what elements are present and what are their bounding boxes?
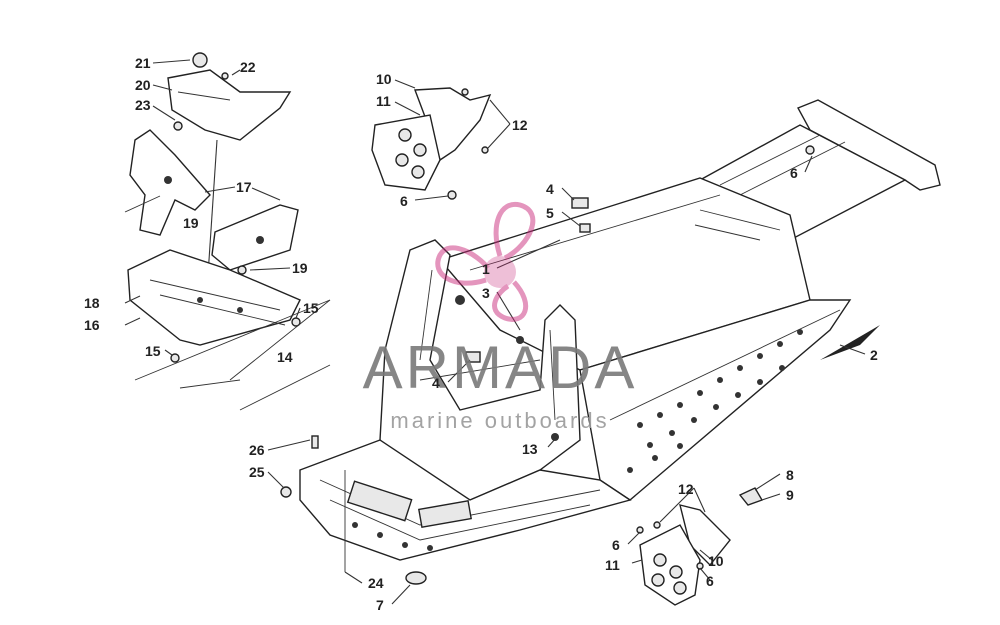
part-6-nut-b: [636, 526, 644, 534]
callout-21: 21: [135, 55, 151, 71]
callout-4-upper: 4: [546, 181, 554, 197]
part-4-pad-front: [465, 351, 481, 363]
part-2-decal: [820, 325, 880, 360]
leader-lines: [124, 59, 866, 605]
callout-25: 25: [249, 464, 265, 480]
callout-19-upper: 19: [183, 215, 199, 231]
callout-10-upper: 10: [376, 71, 392, 87]
armada-logo-icon: [435, 201, 536, 322]
callout-2: 2: [870, 347, 878, 363]
callout-6-rear: 6: [790, 165, 798, 181]
callout-11-lower: 11: [605, 557, 620, 573]
callout-4-lower: 4: [432, 375, 440, 391]
callout-13: 13: [522, 441, 538, 457]
part-12-screw-b: [481, 146, 489, 154]
callout-22: 22: [240, 59, 256, 75]
watermark-brand: ARMADA: [363, 334, 638, 401]
callout-20: 20: [135, 77, 151, 93]
callout-1: 1: [482, 261, 490, 277]
callout-14: 14: [277, 349, 293, 365]
part-4-pad: [571, 197, 589, 209]
callout-12-upper: 12: [512, 117, 528, 133]
part-21-knob: [192, 52, 208, 68]
part-25-nut: [280, 486, 292, 498]
part-6-nut-c: [696, 562, 704, 570]
part-19-nut: [237, 265, 247, 275]
callout-10-lower: 10: [708, 553, 724, 569]
part-8-cap: [738, 487, 764, 506]
callout-7: 7: [376, 597, 384, 613]
lower-heat-shield-group: [636, 145, 815, 606]
part-5-clip: [579, 223, 591, 233]
callout-15-left: 15: [145, 343, 161, 359]
upper-left-bracket-group: [124, 52, 331, 411]
callout-8: 8: [786, 467, 794, 483]
part-15-nut-b: [170, 353, 180, 363]
callout-6-lower-right: 6: [706, 573, 714, 589]
callout-26: 26: [249, 442, 265, 458]
chassis-assembly: [280, 99, 941, 585]
running-board-holes: [627, 329, 803, 473]
part-26-bolt: [311, 435, 319, 449]
upper-heat-shield-group: [371, 87, 492, 200]
callout-17: 17: [236, 179, 252, 195]
part-22-screw: [221, 72, 229, 80]
callout-6-upper: 6: [400, 193, 408, 209]
part-12-screw-c: [653, 521, 661, 529]
watermark-tagline: marine outboards: [390, 408, 609, 433]
callout-24: 24: [368, 575, 384, 591]
callout-23: 23: [135, 97, 151, 113]
callout-9: 9: [786, 487, 794, 503]
part-7-plug: [405, 571, 427, 585]
callout-16: 16: [84, 317, 100, 333]
part-23-nut: [173, 121, 183, 131]
callout-labels: 21 22 20 23 19 17 19 18 16 15 15 14 10 1…: [84, 55, 878, 613]
callout-3: 3: [482, 285, 490, 301]
armada-watermark: ARMADA marine outboards: [363, 201, 638, 433]
part-6-nut-d: [805, 145, 815, 155]
part-6-nut-a: [447, 190, 457, 200]
callout-19-lower: 19: [292, 260, 308, 276]
callout-18: 18: [84, 295, 100, 311]
callout-6-lower-left: 6: [612, 537, 620, 553]
part-12-screw-a: [461, 88, 469, 96]
callout-5: 5: [546, 205, 554, 221]
callout-11-upper: 11: [376, 93, 391, 109]
callout-12-lower: 12: [678, 481, 694, 497]
callout-15-right: 15: [303, 300, 319, 316]
